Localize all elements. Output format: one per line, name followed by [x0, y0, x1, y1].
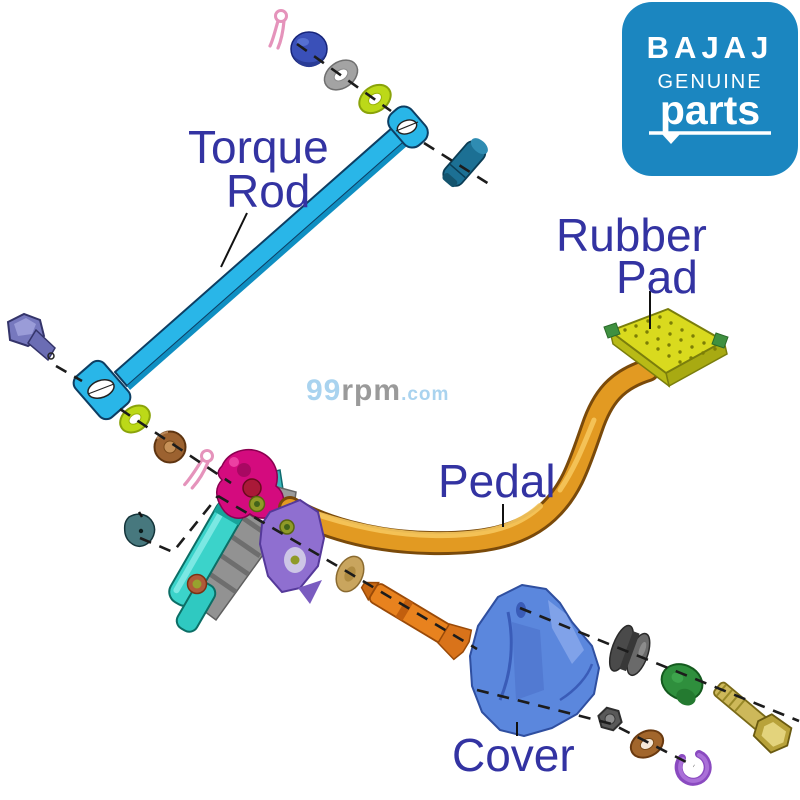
- cover-part: [469, 584, 600, 737]
- rubber-pad-label-line2: Pad: [616, 251, 698, 303]
- seal-ring-part: [186, 573, 208, 595]
- r-clip-bottom-part: [183, 449, 214, 490]
- logo-underline-arrow-icon: [649, 131, 771, 144]
- logo-genuine-text: GENUINE: [657, 71, 763, 93]
- logo-brand-text: BAJAJ: [646, 30, 774, 65]
- switch-spring-part: [216, 448, 285, 519]
- leader-lines: [220, 212, 651, 736]
- torque-rod-part: [72, 105, 429, 421]
- bajaj-genuine-parts-logo: BAJAJ GENUINE parts: [622, 2, 798, 176]
- brass-bolt-part: [713, 681, 793, 754]
- spring-washer-bottom-part: [119, 404, 151, 434]
- logo-parts-text: parts: [659, 87, 761, 133]
- watermark-mid: rpm: [341, 374, 402, 407]
- grub-screw-part: [123, 511, 156, 547]
- pedal-arm-part: [278, 358, 660, 556]
- fork-end-part: [175, 581, 217, 633]
- torque-rod-label-line2: Rod: [226, 165, 311, 217]
- pedal-label: Pedal: [438, 455, 556, 507]
- watermark-num: 99: [306, 374, 342, 407]
- washer-brown-part: [629, 729, 665, 759]
- pivot-shaft-part: [360, 581, 473, 661]
- r-clip-top-part: [268, 9, 288, 50]
- rubber-pad-part: [603, 308, 729, 388]
- roller-bush-part: [608, 624, 651, 677]
- pivot-bracket-part: [258, 498, 326, 604]
- assembly-axis-dashes: [55, 42, 800, 768]
- watermark: 99rpm.com: [306, 376, 449, 406]
- clevis-bolt-part: [442, 138, 488, 188]
- cover-label: Cover: [452, 729, 575, 781]
- grommet-part: [660, 663, 704, 706]
- flange-nut-part: [597, 706, 623, 732]
- watermark-tld: .com: [401, 384, 450, 405]
- torque-rod-label-line1: Torque: [188, 121, 329, 173]
- hex-bolt-purple-part: [6, 312, 56, 362]
- rubber-pad-label-line1: Rubber: [556, 209, 707, 261]
- circlip-part: [674, 750, 712, 786]
